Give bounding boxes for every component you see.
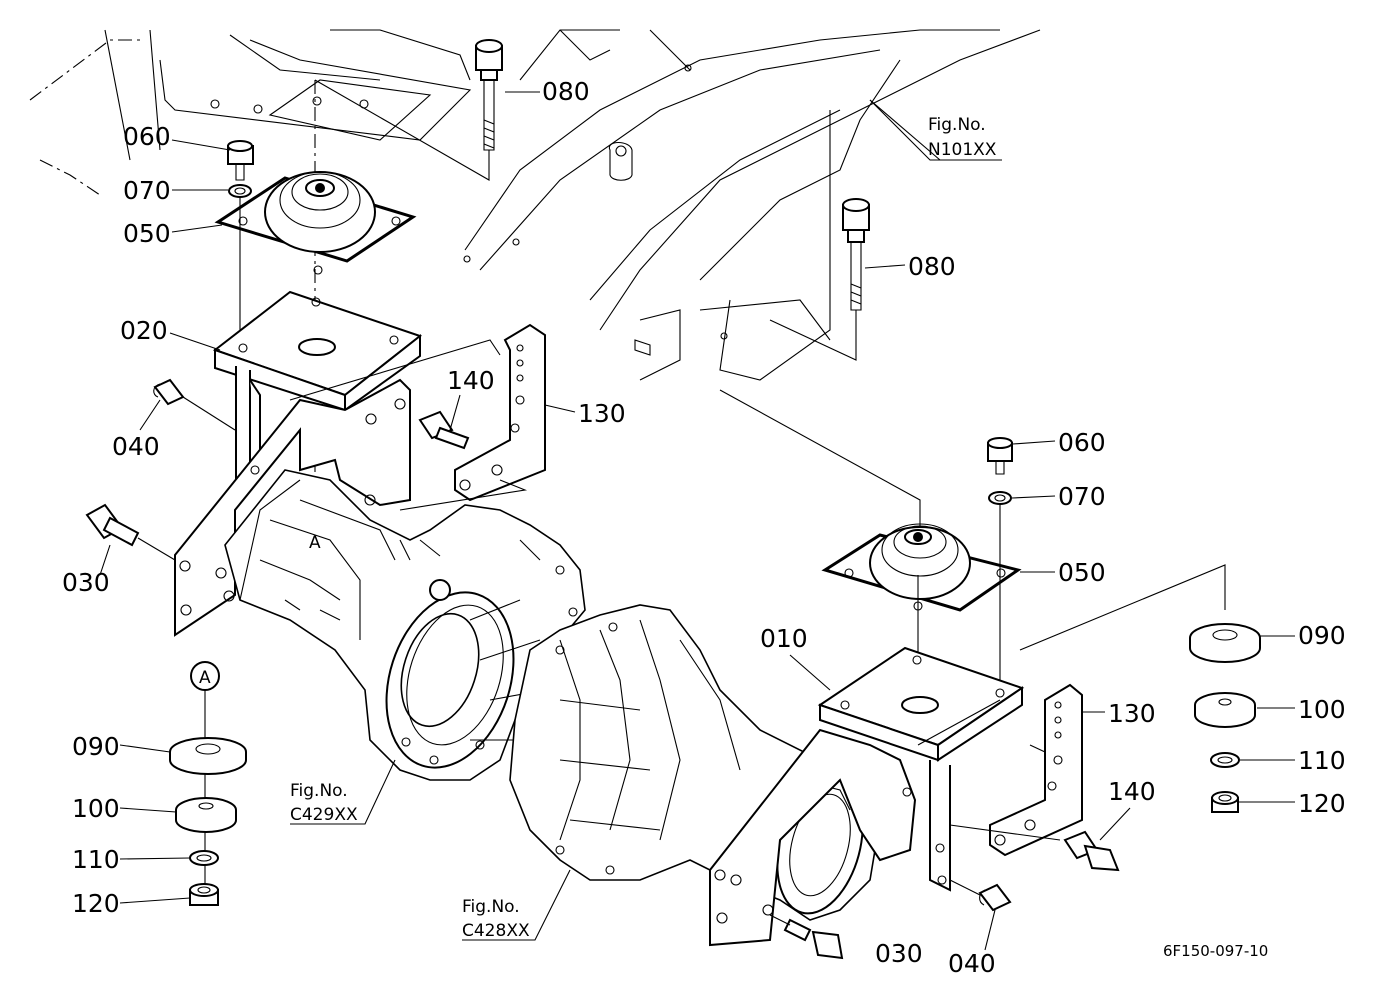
label-050-right: 050 [1058,558,1106,587]
label-040-left: 040 [112,432,160,461]
label-080-left: 080 [542,77,590,106]
label-090-right: 090 [1298,621,1346,650]
label-020: 020 [120,316,168,345]
drawing-code: 6F150-097-10 [1163,942,1268,960]
figref-n101-code: N101XX [928,140,997,160]
right-washer-stack [1189,623,1261,813]
left-bracket-130 [289,323,546,511]
figref-n101-title: Fig.No. [928,115,986,135]
left-washer-stack [169,661,247,906]
figref-c428-title: Fig.No. [462,897,520,917]
right-bracket-130 [917,564,1226,872]
label-110-right: 110 [1298,746,1346,775]
label-090-left: 090 [72,732,120,761]
reference-callouts: A A [199,533,321,688]
part-labels: 060 070 050 020 040 030 080 080 140 130 … [62,77,1346,978]
ref-a-top: A [309,533,321,553]
figure-references: Fig.No. N101XX Fig.No. C429XX Fig.No. C4… [290,115,997,941]
label-120-left: 120 [72,889,120,918]
label-010: 010 [760,624,808,653]
label-080-right: 080 [908,252,956,281]
label-140-right: 140 [1108,777,1156,806]
left-transmission-housing [224,469,586,781]
label-060-right: 060 [1058,428,1106,457]
label-130-left: 130 [578,399,626,428]
figref-c429-title: Fig.No. [290,781,348,801]
ref-a-bottom: A [199,668,211,688]
figref-c429-code: C429XX [290,805,358,825]
label-070-right: 070 [1058,482,1106,511]
figref-c428-code: C428XX [462,921,530,941]
label-110-left: 110 [72,845,120,874]
label-140-left: 140 [447,366,495,395]
label-060-left: 060 [123,122,171,151]
label-030-left: 030 [62,568,110,597]
label-130-right: 130 [1108,699,1156,728]
label-100-right: 100 [1298,695,1346,724]
label-050-left: 050 [123,219,171,248]
label-100-left: 100 [72,794,120,823]
label-070-left: 070 [123,176,171,205]
right-mount-assembly [709,198,1025,960]
leader-lines [99,91,1295,951]
label-040-right: 040 [948,949,996,978]
label-120-right: 120 [1298,789,1346,818]
label-030-right: 030 [875,939,923,968]
